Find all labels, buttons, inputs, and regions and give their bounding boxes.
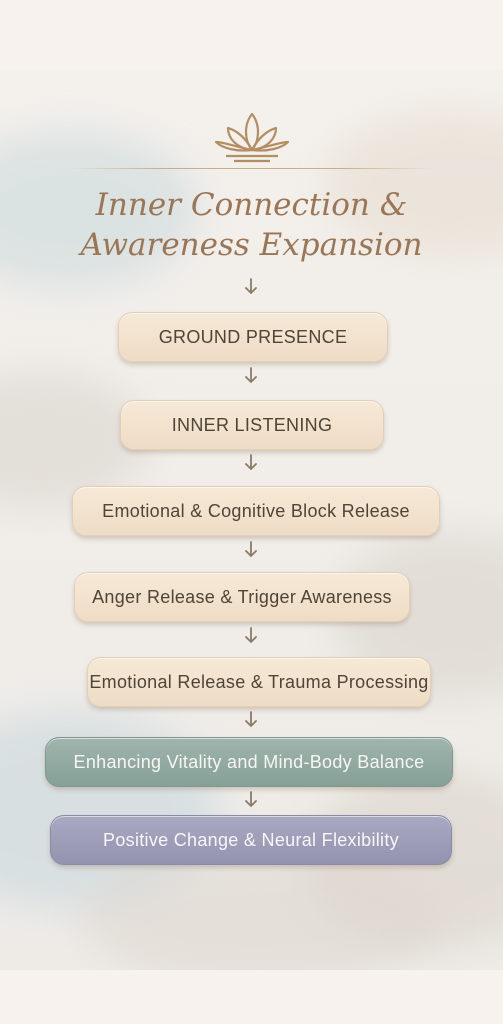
step-label: Emotional & Cognitive Block Release (102, 500, 410, 521)
arrow-down-icon (241, 790, 261, 810)
step-label: Enhancing Vitality and Mind-Body Balance (73, 751, 425, 772)
step-label: GROUND PRESENCE (158, 326, 348, 347)
arrow-down-icon (241, 453, 261, 473)
diagram-title-line-2: Awareness Expansion (80, 227, 423, 263)
title-divider (70, 168, 433, 169)
step-box-1: GROUND PRESENCE (118, 312, 388, 362)
step-label: INNER LISTENING (171, 414, 333, 435)
step-label: Emotional Release & Trauma Processing (89, 671, 429, 692)
step-box-5: Emotional Release & Trauma Processing (87, 657, 431, 707)
step-label: Positive Change & Neural Flexibility (103, 829, 399, 850)
step-box-6: Enhancing Vitality and Mind-Body Balance (45, 737, 453, 787)
watercolor-wash (0, 130, 200, 290)
step-box-7: Positive Change & Neural Flexibility (50, 815, 452, 865)
watercolor-wash (80, 850, 440, 970)
step-box-4: Anger Release & Trigger Awareness (74, 572, 410, 622)
arrow-down-icon (241, 710, 261, 730)
step-label: Anger Release & Trigger Awareness (92, 586, 392, 607)
step-box-2: INNER LISTENING (120, 400, 384, 450)
arrow-down-icon (241, 277, 261, 297)
lotus-icon (206, 108, 298, 166)
arrow-down-icon (241, 540, 261, 560)
step-box-3: Emotional & Cognitive Block Release (72, 486, 440, 536)
diagram-title-line-1: Inner Connection & (95, 187, 408, 223)
arrow-down-icon (241, 626, 261, 646)
arrow-down-icon (241, 366, 261, 386)
